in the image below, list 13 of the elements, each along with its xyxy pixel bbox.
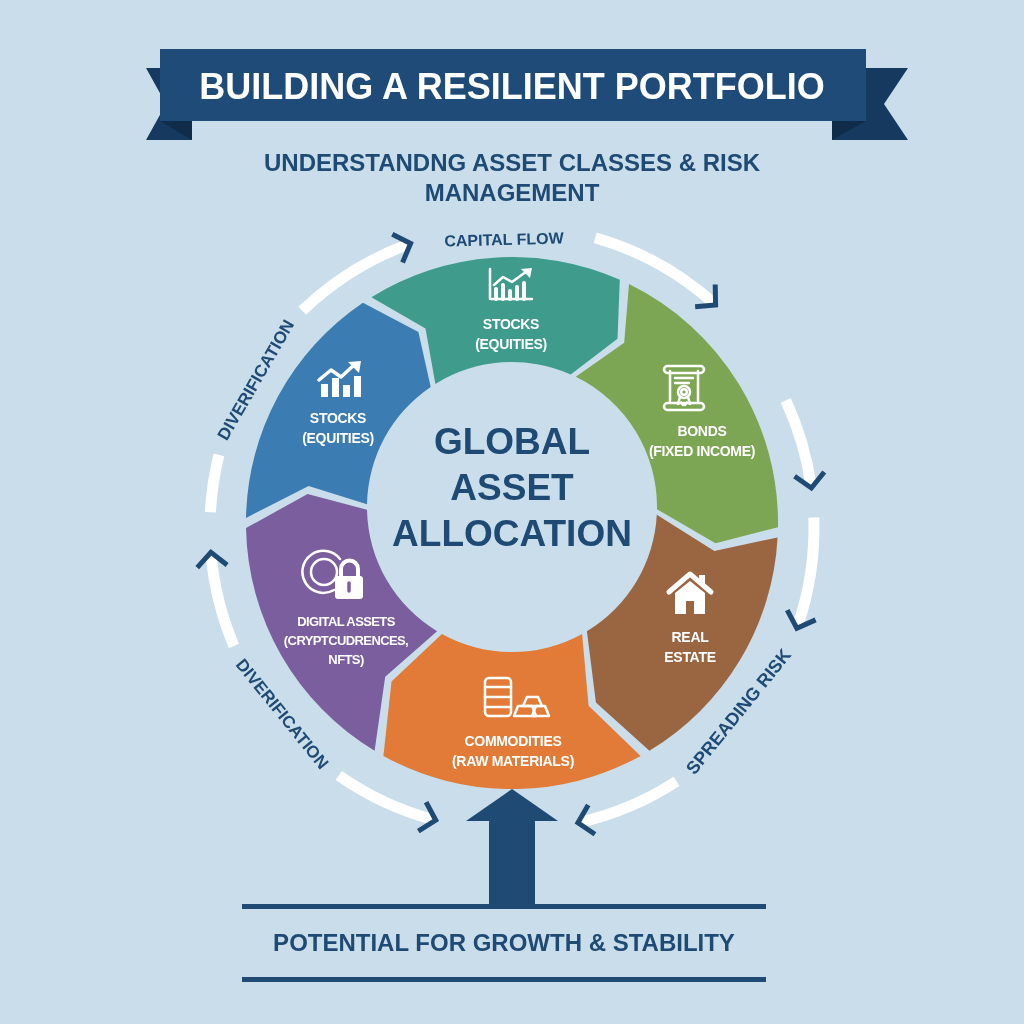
title: BUILDING A RESILIENT PORTFOLIO [199,64,825,109]
segment-label: COMMODITIES (RAW MATERIALS) [452,732,574,771]
segment-label: REAL ESTATE [664,628,716,667]
band-label: POTENTIAL FOR GROWTH & STABILITY [273,928,735,958]
ring-segment [371,257,620,384]
segment-label: DIGITAL ASSETS (CRYPTCUDRENCES, NFTS) [283,612,409,667]
segment-label: STOCKS (EQUITIES) [302,409,374,448]
segment-label: BONDS (FIXED INCOME) [648,422,756,461]
subtitle: UNDERSTANDNG ASSET CLASSES & RISK MANAGEMENT [264,148,760,208]
arc-label: CAPITAL FLOW [444,228,565,252]
segment-label: STOCKS (EQUITIES) [475,315,547,354]
center-heading: GLOBAL ASSET ALLOCATION [392,420,632,556]
bordered-band [242,904,766,982]
